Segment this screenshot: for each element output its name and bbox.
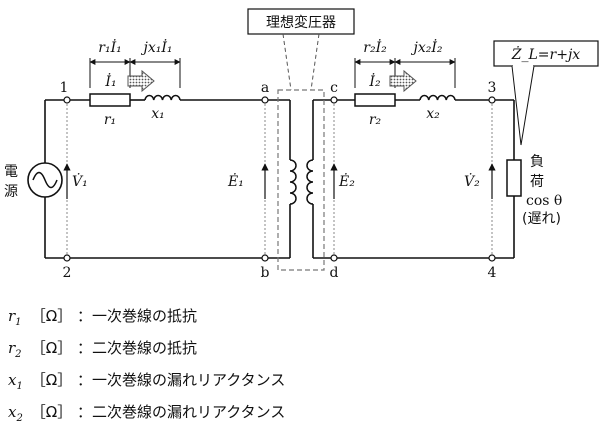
legend-row-x2: x2 ［Ω］ ：二次巻線の漏れリアクタンス — [8, 396, 528, 428]
current-2-label: İ₂ — [368, 72, 381, 90]
source-label-bottom: 源 — [4, 184, 18, 200]
load-label-bottom: 荷 — [530, 174, 544, 190]
load-label-top: 負 — [530, 154, 544, 170]
current-arrow-2 — [389, 69, 417, 93]
legend-unit: ［Ω］ — [30, 307, 73, 325]
voltage-guide-lines — [66, 104, 493, 254]
resistor-r1 — [89, 93, 131, 107]
legend-unit: ［Ω］ — [30, 339, 73, 357]
node-2-label: 2 — [63, 265, 72, 281]
primary-circuit-wires — [44, 99, 291, 259]
drop-r1-label: r₁İ₁ — [98, 38, 121, 56]
current-arrow-1 — [127, 69, 155, 93]
secondary-winding — [306, 159, 314, 205]
node-3-label: 3 — [488, 80, 497, 96]
reactor-x1 — [144, 94, 181, 101]
drop-x2-label: jx₂İ₂ — [411, 38, 443, 56]
voltage-e1-label: Ė₁ — [227, 172, 244, 190]
primary-winding — [289, 159, 297, 205]
reactor-x2-label: x₂ — [426, 106, 440, 122]
legend-description: ：二次巻線の抵抗 — [77, 339, 198, 357]
load-impedance-callout — [511, 65, 535, 146]
voltage-arrows — [63, 163, 496, 199]
load-impedance-label: Ż_L=r+jx — [511, 45, 581, 63]
voltage-v1-label: V̇₁ — [72, 172, 88, 190]
node-4-dot — [488, 254, 496, 262]
legend-description: ：二次巻線の漏れリアクタンス — [77, 403, 286, 421]
node-b-label: b — [261, 265, 270, 281]
load-impedance-label-box — [493, 40, 599, 67]
legend-description: ：一次巻線の漏れリアクタンス — [77, 371, 286, 389]
node-c-dot — [330, 96, 338, 104]
legend-row-r2: r2 ［Ω］ ：二次巻線の抵抗 — [8, 332, 528, 364]
reactor-x2 — [419, 94, 456, 101]
node-a-dot — [261, 96, 269, 104]
legend-symbol: r2 — [8, 339, 22, 360]
transformer-callout-left — [282, 33, 292, 91]
load-power-factor: cos θ — [526, 193, 562, 209]
legend-unit: ［Ω］ — [30, 371, 73, 389]
load-impedance-box — [506, 159, 522, 197]
node-c-label: c — [330, 80, 338, 96]
transformer-title: 理想変圧器 — [266, 14, 336, 31]
drop-r2-label: r₂İ₂ — [363, 38, 387, 56]
node-2-dot — [63, 254, 71, 262]
resistor-r2 — [354, 93, 396, 107]
source-label-top: 電 — [4, 164, 18, 180]
ideal-transformer-box — [277, 89, 325, 271]
legend-unit: ［Ω］ — [30, 403, 73, 421]
node-1-dot — [63, 96, 71, 104]
legend-symbol: x2 — [8, 403, 23, 424]
legend-row-r1: r1 ［Ω］ ：一次巻線の抵抗 — [8, 300, 528, 332]
legend-symbol: x1 — [8, 371, 23, 392]
voltage-e2-label: Ė₂ — [338, 172, 355, 190]
legend-row-x1: x1 ［Ω］ ：一次巻線の漏れリアクタンス — [8, 364, 528, 396]
drop-x1-label: jx₁İ₁ — [141, 38, 173, 56]
node-4-label: 4 — [488, 265, 497, 281]
transformer-callout-right — [310, 33, 320, 91]
node-b-dot — [261, 254, 269, 262]
voltage-v2-label: V̇₂ — [464, 172, 480, 190]
node-d-dot — [330, 254, 338, 262]
primary-drop-dimensions — [89, 58, 181, 88]
resistor-r2-label: r₂ — [369, 112, 382, 128]
node-3-dot — [488, 96, 496, 104]
reactor-x1-label: x₁ — [151, 106, 165, 122]
symbol-legend: r1 ［Ω］ ：一次巻線の抵抗 r2 ［Ω］ ：二次巻線の抵抗 x1 ［Ω］ ：… — [8, 300, 528, 428]
resistor-r1-label: r₁ — [104, 112, 116, 128]
transformer-title-box — [247, 8, 355, 35]
node-d-label: d — [330, 265, 339, 281]
terminal-nodes — [63, 96, 496, 262]
load-lagging: (遅れ) — [522, 211, 561, 227]
legend-description: ：一次巻線の抵抗 — [77, 307, 198, 325]
node-a-label: a — [261, 80, 269, 96]
voltage-source — [27, 162, 63, 198]
current-1-label: İ₁ — [104, 72, 116, 90]
transformer-equivalent-circuit: 理想変圧器 Ż — [4, 8, 599, 281]
legend-symbol: r1 — [8, 307, 22, 328]
node-1-label: 1 — [60, 80, 69, 96]
